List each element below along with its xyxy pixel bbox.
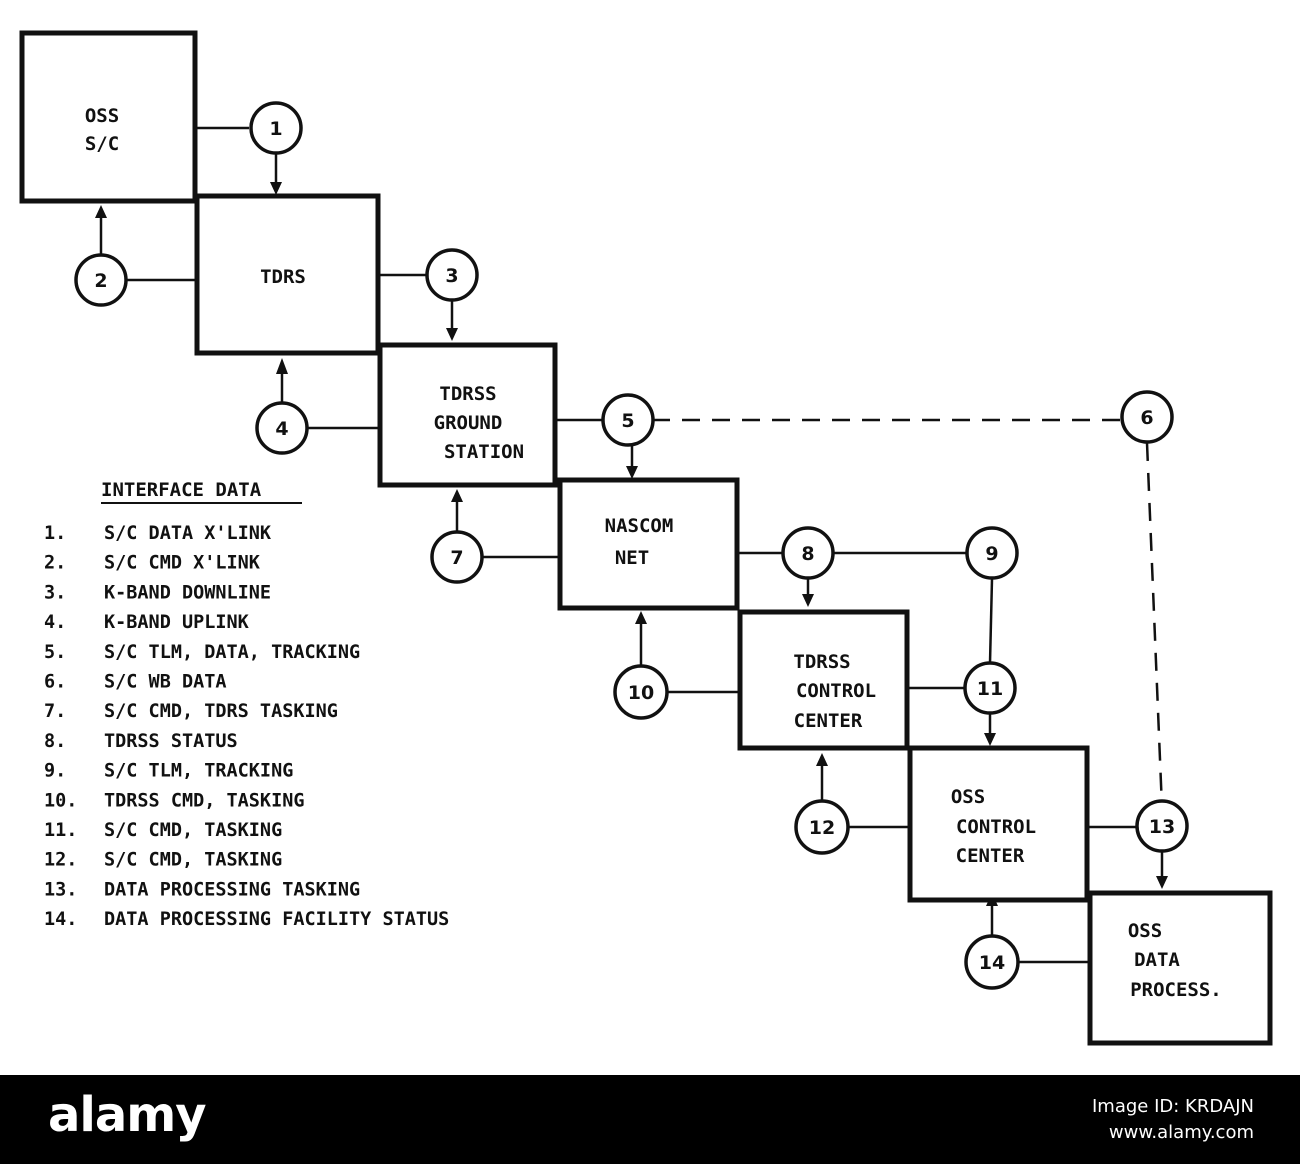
legend-item-text: K-BAND UPLINK: [104, 612, 250, 633]
image-id-text: Image ID: KRDAJN: [1092, 1096, 1254, 1117]
bubble-5: 5: [601, 393, 655, 447]
interface-block-diagram: OSS S/C TDRS TDRSS GROUND STATION NASCOM…: [19, 30, 1273, 1046]
legend-item-number: 13.: [44, 879, 77, 900]
legend-item-text: S/C CMD, TASKING: [104, 820, 282, 841]
legend-item-text: S/C WB DATA: [104, 672, 227, 693]
svg-text:3: 3: [445, 265, 458, 287]
oss-cc-line-1: OSS: [951, 786, 985, 808]
legend-title: INTERFACE DATA: [101, 479, 262, 501]
svg-text:4: 4: [275, 418, 288, 440]
svg-text:8: 8: [801, 543, 814, 565]
legend-item-number: 14.: [44, 909, 77, 930]
bubble-13: 13: [1135, 799, 1189, 853]
legend-item-number: 10.: [44, 790, 77, 811]
legend-item-number: 12.: [44, 850, 77, 871]
oss-dp-line-1: OSS: [1128, 920, 1162, 942]
svg-text:2: 2: [94, 270, 107, 292]
tdrss-cc-line-1: TDRSS: [793, 651, 850, 673]
legend-item-text: S/C DATA X'LINK: [104, 523, 272, 544]
tdrss-cc-line-2: CONTROL: [796, 680, 876, 702]
bubbles: 1 2 3 4 5 6 7 8 9 10 11 12 13 14: [74, 101, 1189, 990]
svg-text:1: 1: [269, 118, 282, 140]
svg-text:7: 7: [450, 547, 463, 569]
box-tdrs: [194, 193, 381, 356]
legend-item-text: S/C TLM, TRACKING: [104, 761, 293, 782]
legend-item-text: TDRSS STATUS: [104, 731, 238, 752]
ground-line-2: GROUND: [434, 412, 503, 434]
bubble-1: 1: [249, 101, 303, 155]
legend-item-number: 7.: [44, 701, 66, 722]
bubble-2: 2: [74, 253, 128, 307]
tdrss-cc-line-3: CENTER: [794, 710, 863, 732]
legend-item-text: S/C CMD X'LINK: [104, 553, 261, 574]
box-nascom-net: [557, 477, 740, 611]
oss-dp-line-3: PROCESS.: [1130, 979, 1222, 1001]
svg-text:10: 10: [628, 682, 654, 704]
oss-sc-line-2: S/C: [85, 133, 119, 155]
box-oss-sc: [19, 30, 198, 204]
bubble-12: 12: [794, 799, 850, 855]
svg-text:5: 5: [621, 410, 634, 432]
svg-text:9: 9: [985, 543, 998, 565]
legend-item-text: S/C CMD, TDRS TASKING: [104, 701, 338, 722]
legend-item-number: 5.: [44, 642, 66, 663]
box-labels: OSS S/C TDRS TDRSS GROUND STATION NASCOM…: [85, 105, 1222, 1001]
bubble-9: 9: [965, 526, 1019, 580]
svg-text:12: 12: [809, 817, 835, 839]
arrowheads: [95, 182, 1168, 906]
legend: INTERFACE DATA 1. S/C DATA X'LINK 2. S/C CM…: [44, 479, 449, 930]
bubble-14: 14: [964, 934, 1020, 990]
bubble-7: 7: [430, 530, 484, 584]
legend-item-number: 4.: [44, 612, 66, 633]
legend-item-text: DATA PROCESSING FACILITY STATUS: [104, 909, 449, 930]
svg-text:6: 6: [1140, 407, 1153, 429]
ground-line-1: TDRSS: [439, 383, 496, 405]
bubble-4: 4: [255, 401, 309, 455]
nascom-line-2: NET: [615, 547, 649, 569]
box-tdrss-ground-station: [377, 342, 558, 488]
legend-item-text: DATA PROCESSING TASKING: [104, 879, 360, 900]
tdrs-label: TDRS: [260, 266, 306, 288]
legend-item-text: TDRSS CMD, TASKING: [104, 790, 304, 811]
legend-item-number: 9.: [44, 761, 66, 782]
oss-cc-line-3: CENTER: [956, 845, 1025, 867]
box-tdrss-control-center: [737, 609, 910, 751]
legend-item-text: S/C CMD, TASKING: [104, 850, 282, 871]
oss-cc-line-2: CONTROL: [956, 816, 1036, 838]
bubble-8: 8: [781, 526, 835, 580]
svg-text:11: 11: [977, 678, 1003, 700]
bubble-10: 10: [613, 664, 669, 720]
ground-line-3: STATION: [444, 441, 524, 463]
site-url-text: www.alamy.com: [1108, 1122, 1254, 1143]
boxes: [19, 30, 1273, 1046]
diagram-canvas: OSS S/C TDRS TDRSS GROUND STATION NASCOM…: [19, 30, 1273, 1046]
legend-item-text: S/C TLM, DATA, TRACKING: [104, 642, 360, 663]
alamy-logo: alamy: [48, 1087, 207, 1143]
box-oss-control-center: [907, 745, 1090, 903]
svg-text:14: 14: [979, 952, 1005, 974]
bubble-11: 11: [963, 661, 1017, 715]
connector-lines: [99, 126, 1164, 964]
oss-dp-line-2: DATA: [1134, 949, 1180, 971]
oss-sc-line-1: OSS: [85, 105, 119, 127]
svg-text:13: 13: [1149, 816, 1175, 838]
legend-item-number: 8.: [44, 731, 66, 752]
legend-item-number: 11.: [44, 820, 77, 841]
legend-item-number: 1.: [44, 523, 66, 544]
bubble-6: 6: [1120, 390, 1174, 444]
legend-item-number: 6.: [44, 672, 66, 693]
legend-item-number: 2.: [44, 553, 66, 574]
legend-item-text: K-BAND DOWNLINE: [104, 582, 271, 603]
box-oss-data-process: [1087, 890, 1273, 1046]
legend-item-number: 3.: [44, 582, 66, 603]
nascom-line-1: NASCOM: [605, 515, 674, 537]
stock-footer-bar: alamy Image ID: KRDAJN www.alamy.com: [0, 1075, 1300, 1164]
legend-items: 1. S/C DATA X'LINK 2. S/C CMD X'LINK 3. K-BAN…: [44, 523, 449, 930]
bubble-3: 3: [425, 248, 479, 302]
